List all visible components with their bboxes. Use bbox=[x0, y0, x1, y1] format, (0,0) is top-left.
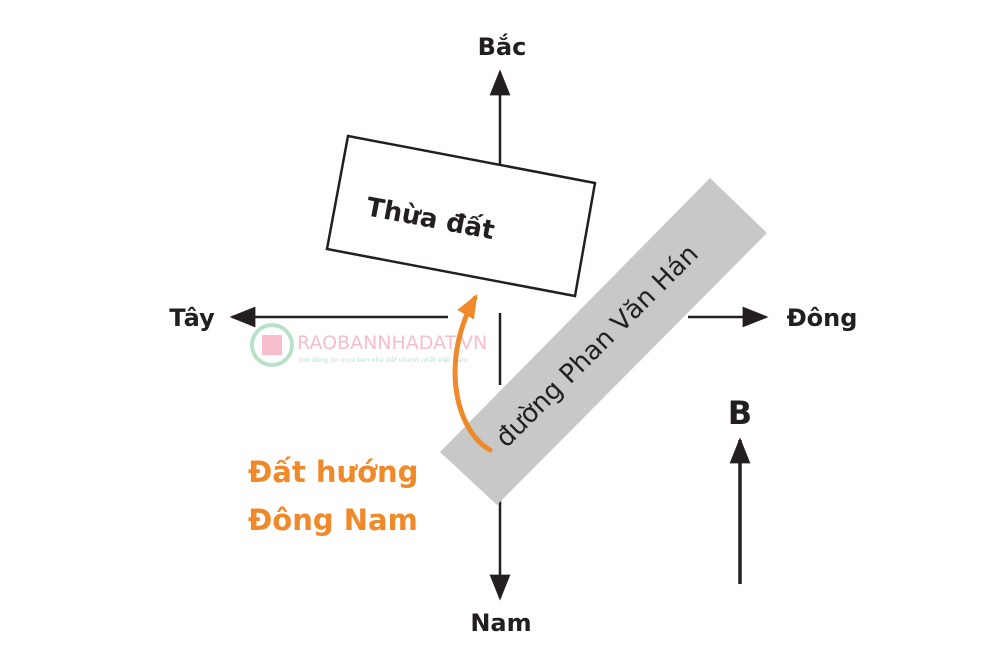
label-south: Nam bbox=[470, 609, 531, 637]
watermark-tagline: Nơi đăng tin mua bán nhà đất nhanh nhất … bbox=[299, 356, 468, 364]
watermark-brand: RAOBANNHADAT.VN bbox=[297, 332, 487, 354]
orientation-label-line2: Đông Nam bbox=[248, 503, 418, 537]
orientation-arrow bbox=[452, 293, 493, 453]
north-marker-label: B bbox=[728, 394, 752, 432]
orientation-label-line1: Đất hướng bbox=[248, 455, 418, 489]
label-east: Đông bbox=[787, 304, 858, 332]
watermark-logo-icon bbox=[250, 323, 294, 367]
land-plot bbox=[325, 134, 597, 298]
road bbox=[440, 178, 767, 505]
label-north: Bắc bbox=[478, 32, 527, 61]
label-west: Tây bbox=[169, 304, 215, 332]
watermark: RAOBANNHADAT.VN Nơi đăng tin mua bán nhà… bbox=[250, 323, 487, 367]
